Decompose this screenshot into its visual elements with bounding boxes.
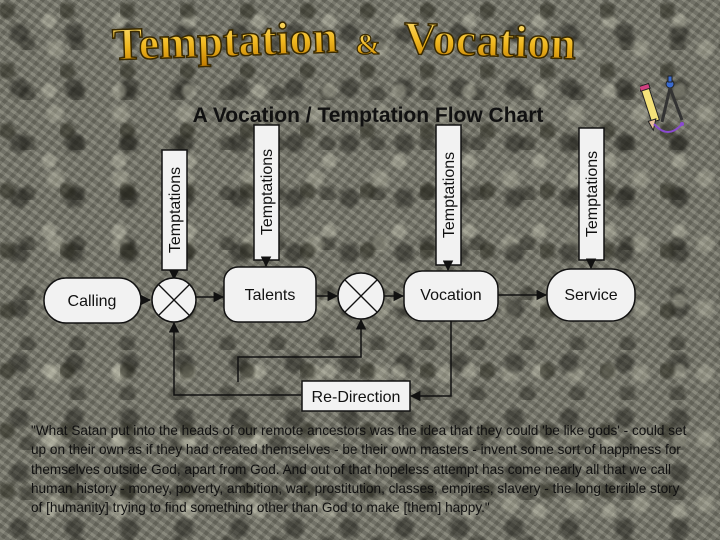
temptation-label-1: Temptations <box>167 167 184 253</box>
box-talents: Talents <box>223 266 317 323</box>
banner-ampersand: & <box>356 28 381 61</box>
banner-left-word: Temptation <box>111 11 338 70</box>
banner-right-word: Vocation <box>403 12 577 69</box>
junction-2 <box>337 272 385 320</box>
box-service: Service <box>546 268 636 322</box>
temptation-box-1: Temptations <box>161 149 188 271</box>
chart-title: A Vocation / Temptation Flow Chart <box>193 104 544 127</box>
compass-pencil-icon <box>640 75 684 133</box>
box-redirection-label: Re-Direction <box>312 389 401 406</box>
box-calling-label: Calling <box>68 293 117 310</box>
temptation-box-2: Temptations <box>253 124 280 261</box>
box-vocation-label: Vocation <box>420 287 481 304</box>
box-redirection: Re-Direction <box>301 380 411 412</box>
temptation-label-2: Temptations <box>259 149 276 235</box>
temptation-label-4: Temptations <box>584 151 601 237</box>
quote-text: "What Satan put into the heads of our re… <box>31 423 687 516</box>
wordart-banner: Temptation & Vocation <box>111 10 578 70</box>
box-service-label: Service <box>564 287 617 304</box>
box-vocation: Vocation <box>403 270 499 322</box>
junction-1 <box>151 277 197 323</box>
flow-chart: A Vocation / Temptation Flow Chart Tempt… <box>43 104 636 412</box>
temptation-box-3: Temptations <box>435 124 462 266</box>
box-calling: Calling <box>43 277 142 324</box>
temptation-box-4: Temptations <box>578 127 605 261</box>
box-talents-label: Talents <box>245 287 296 304</box>
temptation-label-3: Temptations <box>441 152 458 238</box>
